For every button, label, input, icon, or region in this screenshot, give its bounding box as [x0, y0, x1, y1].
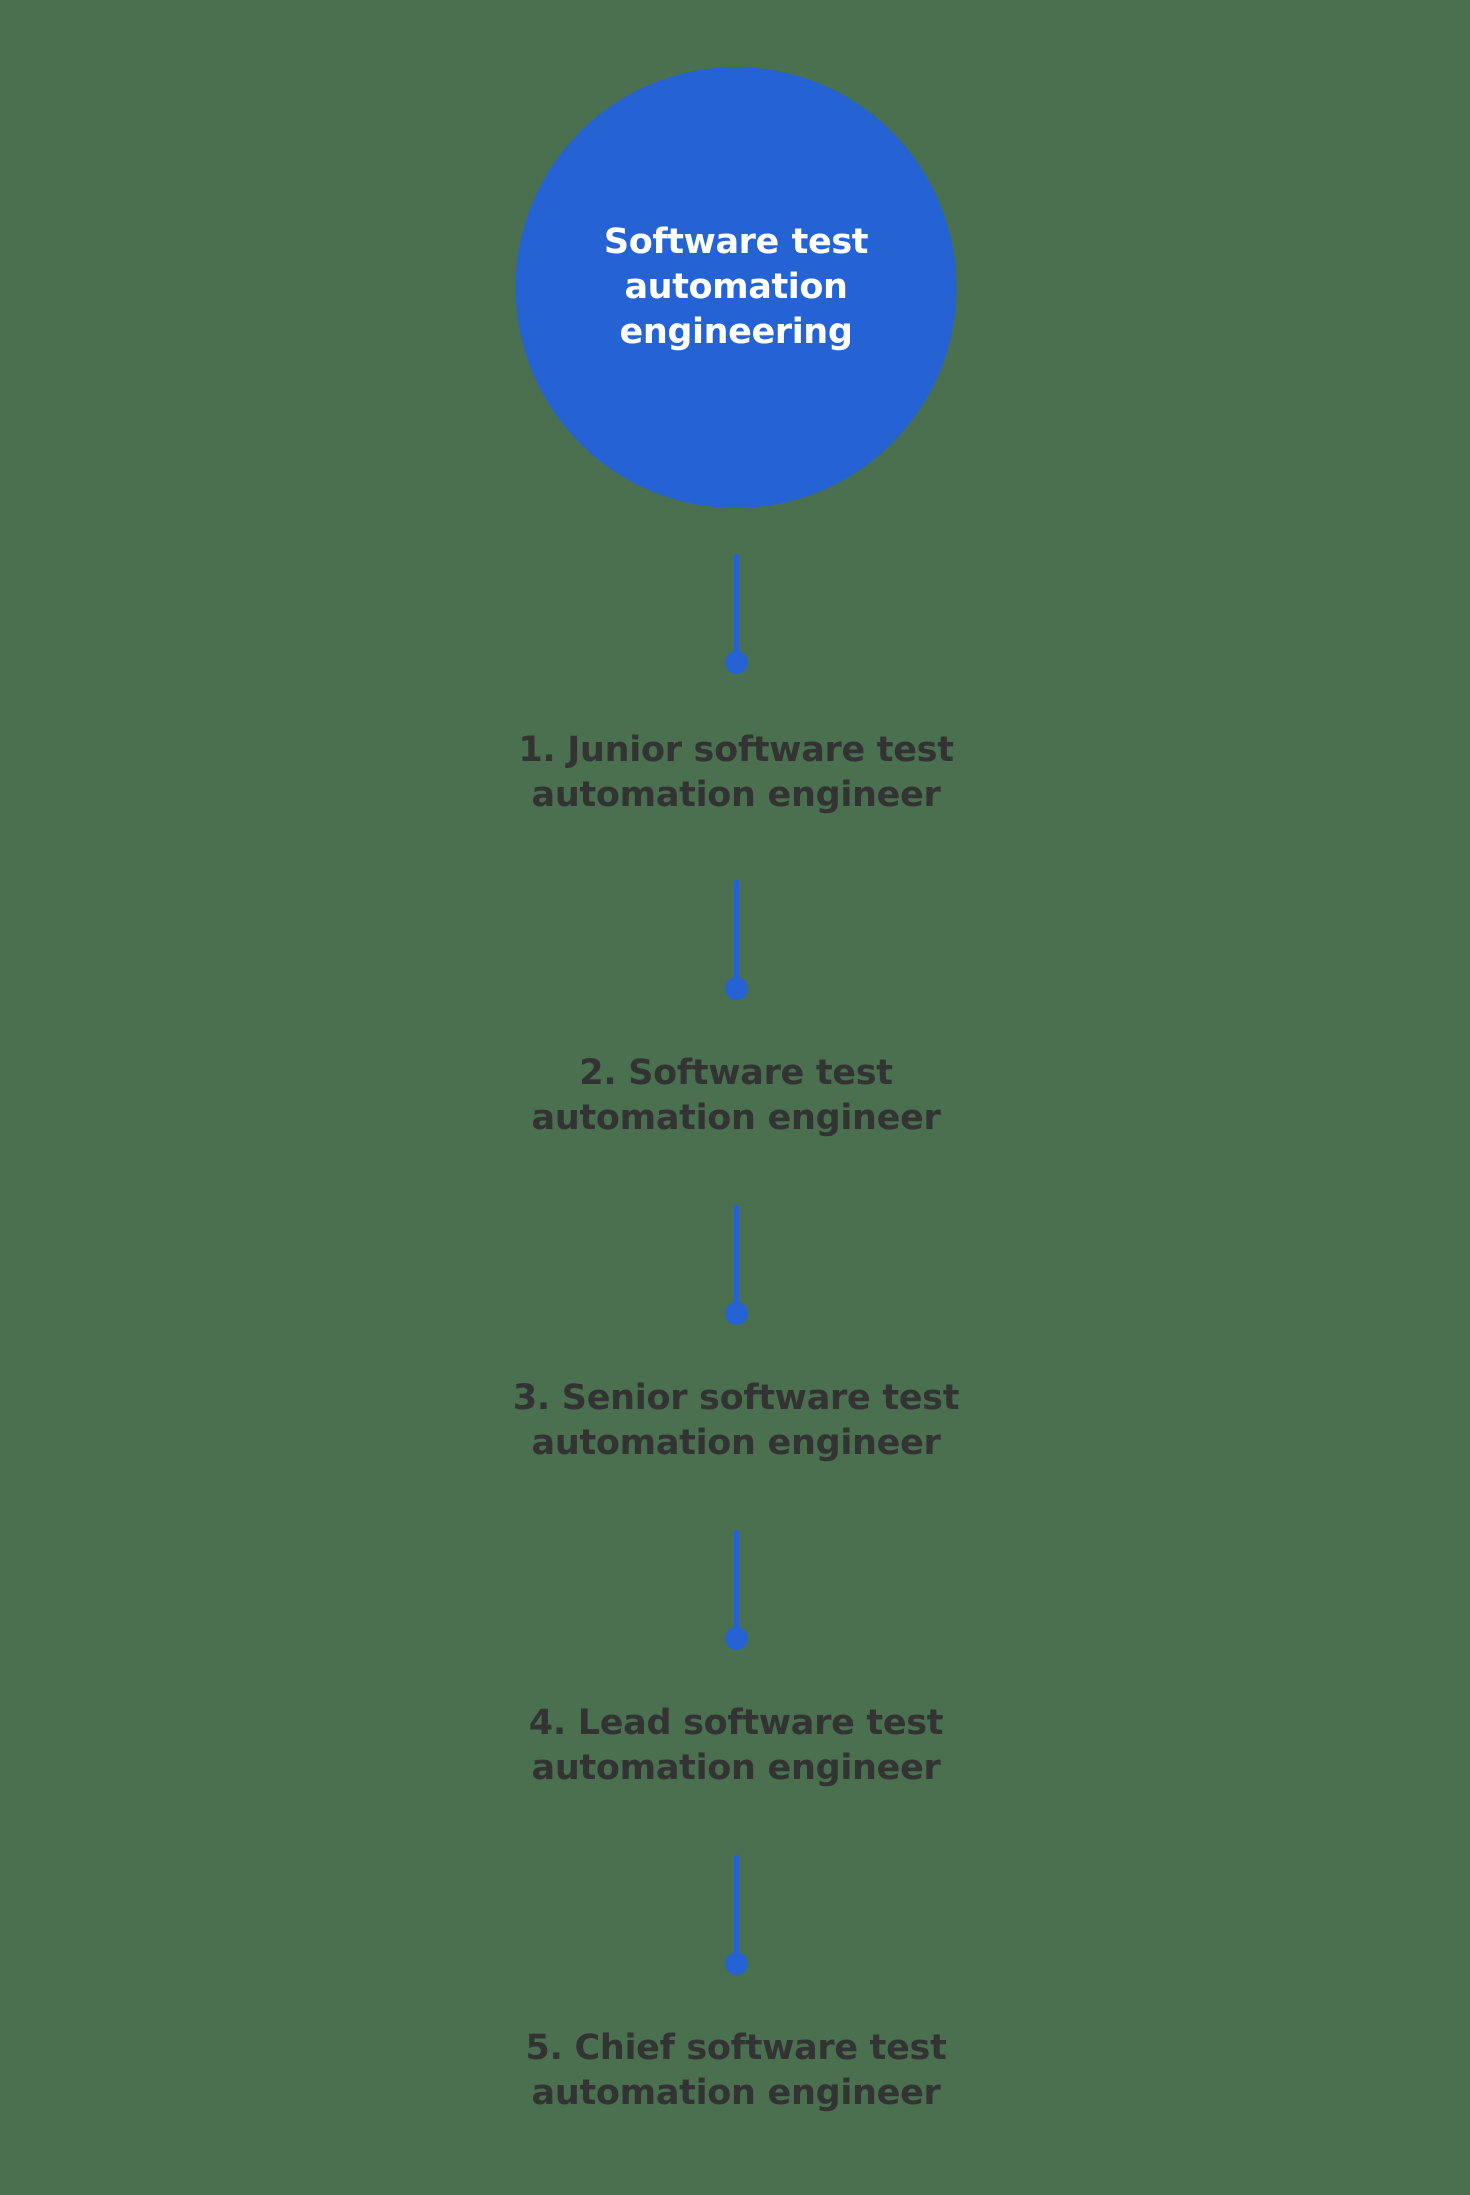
- step-label-5: 5. Chief software test automation engine…: [525, 2028, 947, 2113]
- connector-dot-icon: [724, 1627, 748, 1650]
- connector-step-4-to-step-5: [724, 1855, 748, 1975]
- step-label-4: 4. Lead software test automation enginee…: [528, 1703, 944, 1788]
- connector-step-2-to-step-3: [724, 1205, 748, 1325]
- connector-root-to-step-1: [724, 554, 748, 674]
- step-node-2: 2. Software test automation engineer: [426, 1051, 1046, 1141]
- step-label-2: 2. Software test automation engineer: [531, 1053, 941, 1138]
- connector-dot-icon: [724, 651, 748, 674]
- step-node-5: 5. Chief software test automation engine…: [426, 2026, 1046, 2116]
- connector-dot-icon: [724, 1302, 748, 1325]
- connector-line: [733, 1855, 739, 1955]
- step-node-4: 4. Lead software test automation enginee…: [426, 1701, 1046, 1791]
- connector-step-1-to-step-2: [724, 880, 748, 1000]
- connector-step-3-to-step-4: [724, 1530, 748, 1650]
- connector-line: [733, 880, 739, 980]
- connector-line: [733, 1205, 739, 1305]
- connector-dot-icon: [724, 1952, 748, 1975]
- step-label-1: 1. Junior software test automation engin…: [518, 730, 954, 815]
- connector-line: [733, 554, 739, 654]
- connector-dot-icon: [724, 977, 748, 1000]
- root-node-software-test-automation-engineering: Software test automation engineering: [515, 67, 957, 508]
- step-node-3: 3. Senior software test automation engin…: [426, 1376, 1046, 1466]
- root-node-label: Software test automation engineering: [603, 222, 869, 352]
- step-node-1: 1. Junior software test automation engin…: [426, 728, 1046, 818]
- step-label-3: 3. Senior software test automation engin…: [512, 1378, 960, 1463]
- connector-line: [733, 1530, 739, 1630]
